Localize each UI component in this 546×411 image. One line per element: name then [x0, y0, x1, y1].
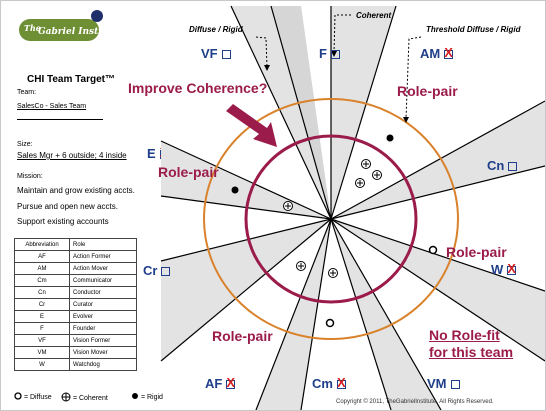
- role-am-code: AM: [420, 46, 441, 61]
- size-value: Sales Mgr + 6 outside; 4 inside: [17, 151, 127, 160]
- coherent-marker: [361, 159, 371, 169]
- role-cr-code: Cr: [143, 263, 158, 278]
- diffuse-marker: [428, 245, 438, 255]
- threshold-label: Threshold Diffuse / Rigid: [426, 25, 521, 34]
- role-cm-checkbox[interactable]: [336, 375, 346, 391]
- coherent-label: Coherent: [356, 11, 392, 20]
- no-role-fit-line-1: No Role-fit: [429, 327, 500, 343]
- role-pair-label-top-right: Role-pair: [397, 83, 458, 99]
- coherent-markers: [283, 159, 382, 278]
- rigid-marker: [231, 186, 239, 194]
- mission-label: Mission:: [17, 173, 43, 180]
- table-cell: W: [14, 358, 70, 371]
- role-cn-code: Cn: [487, 158, 505, 173]
- role-vf-code: VF: [201, 46, 218, 61]
- role-af: AF: [205, 375, 236, 391]
- role-vf: VF: [201, 46, 231, 61]
- role-e-code: E: [147, 146, 156, 161]
- rigid-symbol-icon: [132, 393, 138, 399]
- role-f: F: [319, 46, 340, 61]
- legend-coherent-text: = Coherent: [72, 395, 108, 402]
- role-am: AM: [420, 45, 454, 61]
- role-cm-code: Cm: [312, 376, 333, 391]
- diffuse-marker: [325, 318, 335, 328]
- team-label: Team:: [17, 89, 37, 96]
- role-cr-checkbox[interactable]: [161, 267, 171, 276]
- threshold-leader: [405, 36, 422, 120]
- legend-rigid-text: = Rigid: [140, 394, 163, 401]
- role-w: W: [491, 261, 517, 277]
- diffuse-rigid-label: Diffuse / Rigid: [189, 25, 243, 34]
- role-cr: Cr: [143, 263, 171, 278]
- role-w-checkbox[interactable]: [507, 261, 517, 277]
- outer-threshold-ring: [203, 98, 459, 340]
- logo-word-name: Gabriel Institute: [38, 27, 123, 37]
- diffuse-rigid-leader: [255, 36, 268, 68]
- no-role-fit-line-2: for this team: [429, 344, 514, 360]
- team-underline: [17, 119, 103, 120]
- role-af-code: AF: [205, 376, 223, 391]
- role-vm-checkbox[interactable]: [450, 380, 460, 389]
- diffuse-rigid-arrow-icon: [264, 65, 270, 71]
- role-pair-label-right: Role-pair: [446, 244, 507, 260]
- coherent-arrow-icon: [331, 51, 337, 57]
- coherent-marker: [283, 201, 293, 211]
- role-f-code: F: [319, 46, 327, 61]
- role-w-code: W: [491, 262, 504, 277]
- role-f-checkbox[interactable]: [330, 50, 340, 59]
- role-vf-checkbox[interactable]: [221, 50, 231, 59]
- role-am-checkbox[interactable]: [444, 45, 454, 61]
- improve-arrow-icon: [226, 104, 277, 147]
- legend-diffuse: = Diffuse: [14, 392, 52, 401]
- coherent-marker: [372, 170, 382, 180]
- coherent-marker: [328, 268, 338, 278]
- inner-coherence-ring: [244, 134, 418, 304]
- logo-word-the: The: [24, 23, 41, 33]
- copyright-text: Copyright © 2011, TheGabrielInstitute. A…: [336, 399, 494, 405]
- role-cn: Cn: [487, 158, 518, 173]
- role-pair-label-left: Role-pair: [158, 164, 219, 180]
- threshold-arrow-icon: [403, 117, 409, 123]
- sector-lines: [160, 5, 545, 410]
- table-cell: Watchdog: [69, 358, 137, 371]
- role-pair-label-bottom: Role-pair: [212, 328, 273, 344]
- mission-line-1: Maintain and grow existing accts.: [17, 186, 135, 195]
- rigid-marker: [386, 134, 394, 142]
- team-value: SalesCo - Sales Team: [17, 103, 87, 110]
- coherent-marker: [355, 178, 365, 188]
- coherent-marker: [296, 261, 306, 271]
- diffuse-symbol-icon: [14, 392, 22, 400]
- legend-coherent: = Coherent: [61, 392, 108, 402]
- role-cn-checkbox[interactable]: [508, 162, 518, 171]
- mission-line-3: Support existing accounts: [17, 217, 109, 226]
- role-vm-code: VM: [427, 376, 447, 391]
- mission-line-2: Pursue and open new accts.: [17, 202, 118, 211]
- role-vm: VM: [427, 376, 460, 391]
- gabriel-institute-logo: [19, 10, 103, 41]
- page-title: CHI Team Target™: [27, 74, 115, 85]
- legend-rigid: = Rigid: [131, 392, 163, 401]
- role-af-checkbox[interactable]: [226, 375, 236, 391]
- coherent-symbol-icon: [61, 392, 71, 402]
- size-label: Size:: [17, 141, 33, 148]
- coherent-leader: [333, 14, 351, 54]
- legend-diffuse-text: = Diffuse: [23, 394, 52, 401]
- improve-coherence-label: Improve Coherence?: [128, 80, 268, 96]
- role-cm: Cm: [312, 375, 346, 391]
